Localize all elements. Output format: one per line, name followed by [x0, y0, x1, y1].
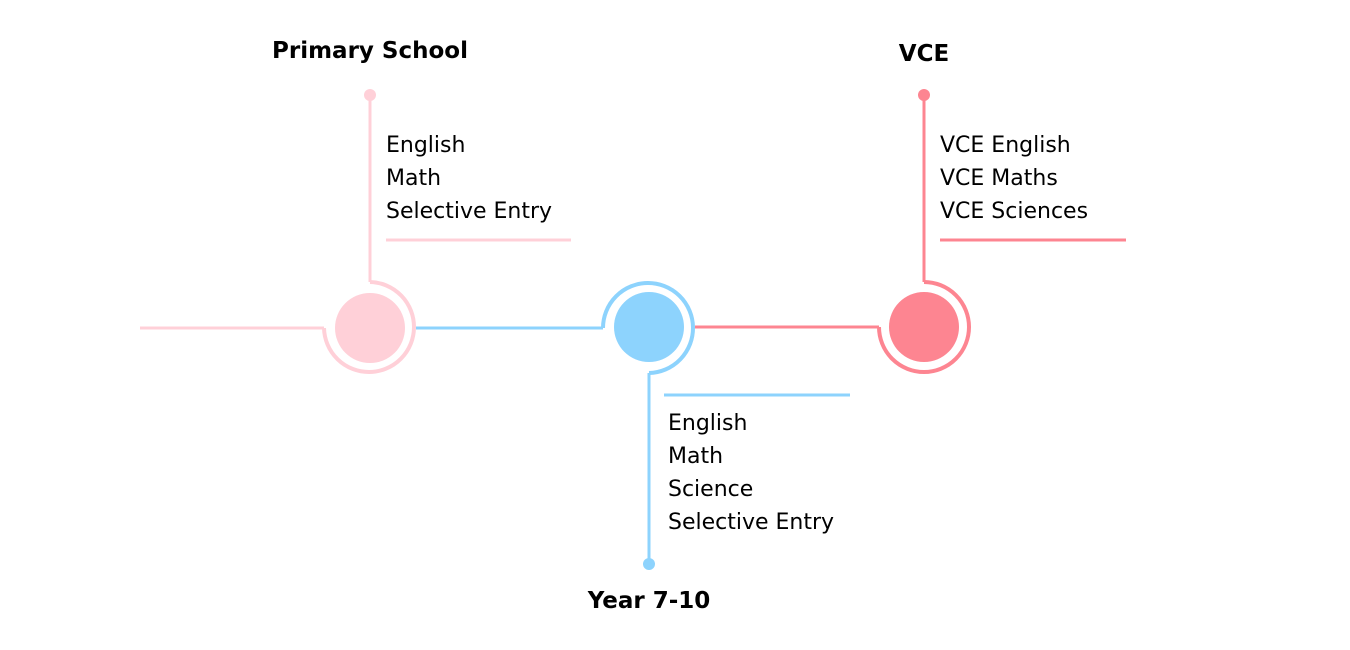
stage-node-year [601, 281, 850, 570]
stage-circle-vce [889, 292, 959, 362]
subject-item: Selective Entry [386, 199, 553, 224]
stage-connector-dot-year [643, 558, 655, 570]
subject-item: English [668, 411, 748, 436]
subject-item: Science [668, 477, 754, 502]
subject-item: Math [668, 444, 724, 469]
stage-title-vce: VCE [898, 41, 950, 67]
stage-title-primary: Primary School [272, 38, 468, 64]
stage-node-primary [322, 89, 571, 374]
subject-item: Math [386, 166, 442, 191]
subject-item: English [386, 133, 466, 158]
stage-circle-year [614, 292, 684, 362]
stage-title-year: Year 7-10 [587, 588, 711, 614]
stage-ring-primary [322, 280, 416, 374]
subject-list-year: English Math Science Selective Entry [668, 407, 834, 539]
stage-ring-year [601, 281, 695, 375]
subject-item: VCE Sciences [940, 199, 1089, 224]
subject-list-vce: VCE English VCE Maths VCE Sciences [940, 129, 1088, 228]
stage-circle-primary [335, 293, 405, 363]
subject-list-primary: English Math Selective Entry [386, 129, 552, 228]
subject-item: VCE Maths [940, 166, 1058, 191]
subject-item: Selective Entry [668, 510, 835, 535]
stage-node-vce [877, 89, 1126, 374]
stage-ring-vce [877, 280, 971, 374]
subject-item: VCE English [940, 133, 1071, 158]
